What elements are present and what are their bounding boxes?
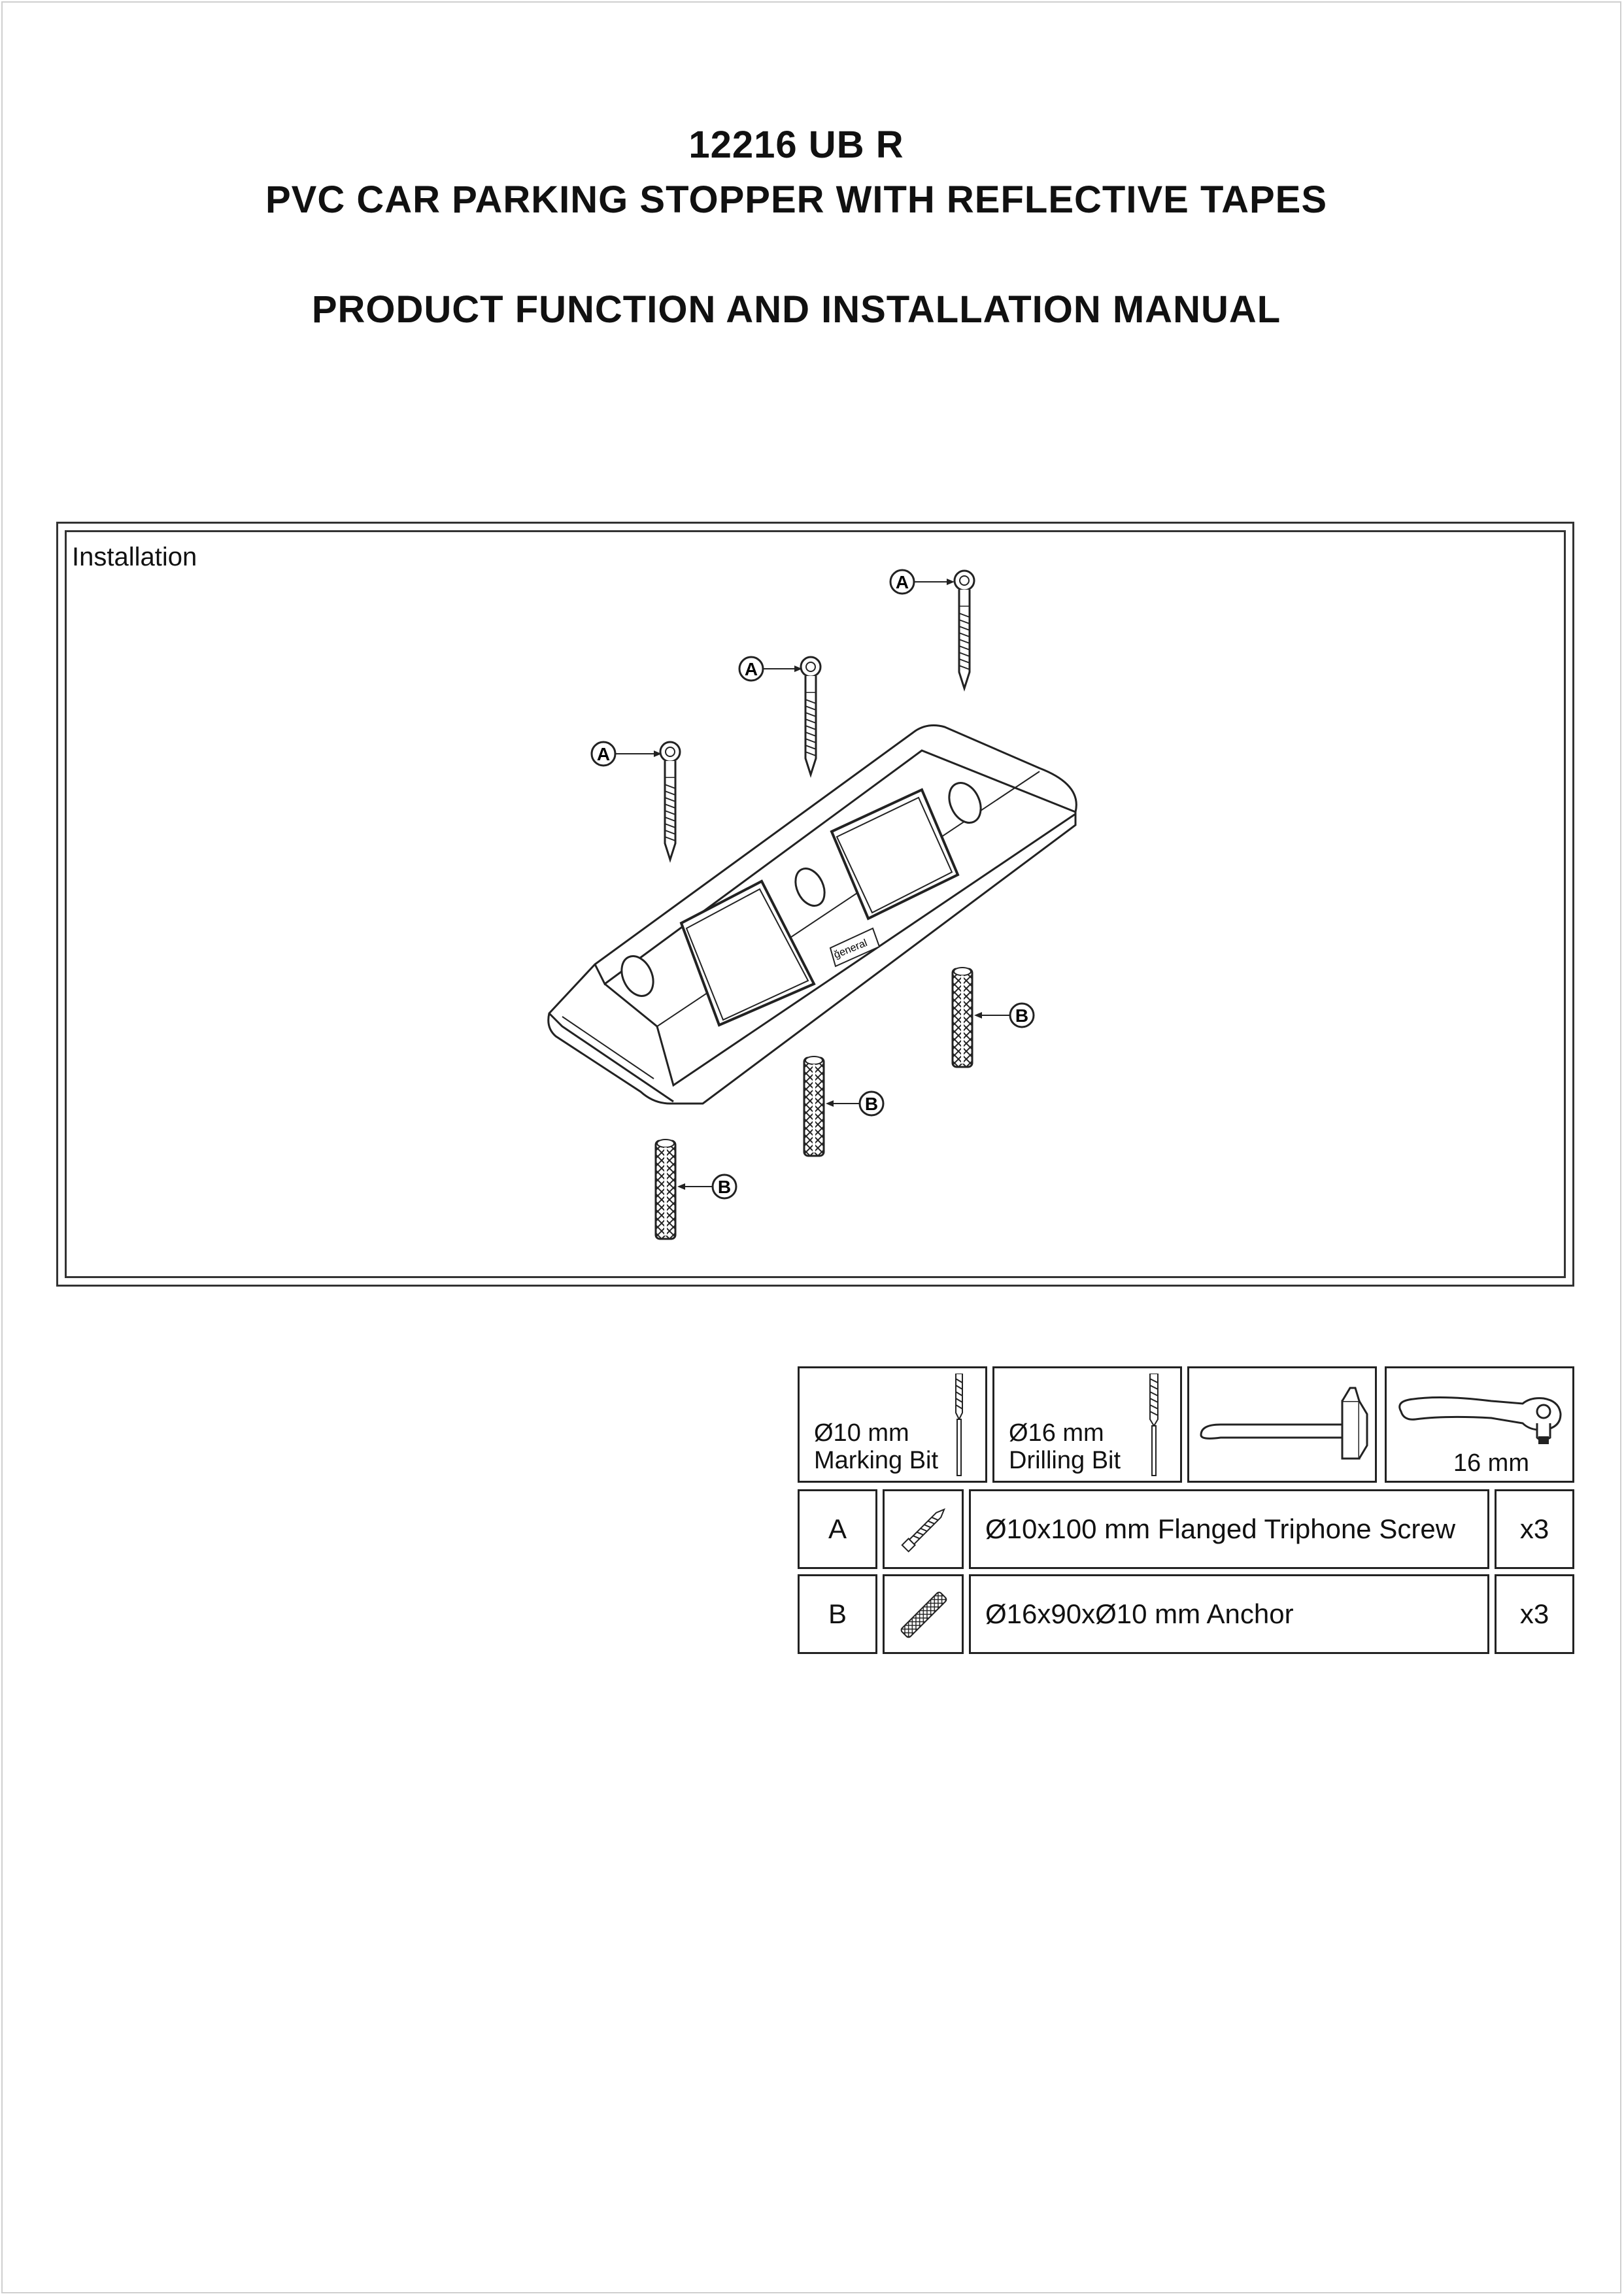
part-a-qty: x3: [1519, 1513, 1549, 1544]
part-b-icon-cell: [883, 1574, 964, 1654]
hammer-icon: [1200, 1387, 1368, 1460]
title-block: 12216 UB R PVC CAR PARKING STOPPER WITH …: [0, 118, 1593, 337]
ratchet-wrench-icon: [1398, 1396, 1562, 1444]
tool-drilling-bit-name: Drilling Bit: [1009, 1447, 1121, 1474]
callout-b-middle: B: [826, 1090, 885, 1117]
tool-marking-bit-size: Ø10 mm: [814, 1419, 909, 1447]
callout-b-left: B: [677, 1173, 737, 1200]
installation-illustration: ğeneral A A A B: [547, 569, 1077, 1240]
drilling-bit-icon: [1149, 1374, 1159, 1476]
installation-label: Installation: [72, 543, 197, 571]
tool-drilling-bit-size: Ø16 mm: [1009, 1419, 1104, 1447]
product-name: PVC CAR PARKING STOPPER WITH REFLECTIVE …: [265, 178, 1328, 221]
part-a-description: Ø10x100 mm Flanged Triphone Screw: [985, 1513, 1456, 1544]
installation-frame: [56, 522, 1574, 1287]
callout-b-middle-label: B: [865, 1094, 878, 1114]
part-b-description: Ø16x90xØ10 mm Anchor: [985, 1598, 1294, 1629]
callout-b-right: B: [974, 1002, 1035, 1028]
installation-inner-frame: [65, 530, 1566, 1278]
marking-bit-icon: [955, 1374, 963, 1476]
callout-a-left-label: A: [597, 744, 610, 764]
screw-icon: [901, 1508, 945, 1553]
part-a-code-cell: A: [798, 1489, 877, 1569]
anchor-icon: [900, 1591, 947, 1638]
callout-b-left-label: B: [718, 1177, 731, 1197]
part-b-qty: x3: [1519, 1598, 1549, 1629]
brand-logo-icon: ğeneral: [829, 927, 881, 968]
screw-a-right: [953, 569, 975, 690]
callout-a-middle-label: A: [745, 659, 758, 679]
anchor-b-left: [654, 1138, 677, 1240]
tool-marking-bit-name: Marking Bit: [814, 1447, 939, 1474]
screw-a-middle: [800, 656, 822, 776]
callout-a-right: A: [889, 569, 955, 595]
part-a-qty-cell: x3: [1495, 1489, 1574, 1569]
manual-title: PRODUCT FUNCTION AND INSTALLATION MANUAL: [311, 288, 1281, 331]
callout-b-right-label: B: [1015, 1005, 1028, 1026]
tool-hammer: [1187, 1366, 1377, 1483]
callout-a-right-label: A: [896, 572, 909, 592]
part-b-code: B: [828, 1598, 847, 1629]
tool-ratchet-wrench: 16 mm: [1385, 1366, 1574, 1483]
tool-drilling-bit: Ø16 mm Drilling Bit: [992, 1366, 1182, 1483]
tool-wrench-size: 16 mm: [1453, 1449, 1529, 1477]
callout-a-left: A: [590, 741, 662, 767]
screw-a-left: [659, 741, 681, 861]
part-a-icon-cell: [883, 1489, 964, 1569]
part-b-description-cell: Ø16x90xØ10 mm Anchor: [969, 1574, 1489, 1654]
part-a-description-cell: Ø10x100 mm Flanged Triphone Screw: [969, 1489, 1489, 1569]
anchor-b-right: [951, 966, 973, 1068]
part-b-qty-cell: x3: [1495, 1574, 1574, 1654]
callout-a-middle: A: [738, 656, 802, 682]
parking-stopper-body: ğeneral: [547, 724, 1077, 1105]
part-a-code: A: [828, 1513, 847, 1544]
model-number: 12216 UB R: [688, 124, 904, 166]
tool-marking-bit: Ø10 mm Marking Bit: [798, 1366, 987, 1483]
anchor-b-middle: [803, 1055, 825, 1157]
part-b-code-cell: B: [798, 1574, 877, 1654]
